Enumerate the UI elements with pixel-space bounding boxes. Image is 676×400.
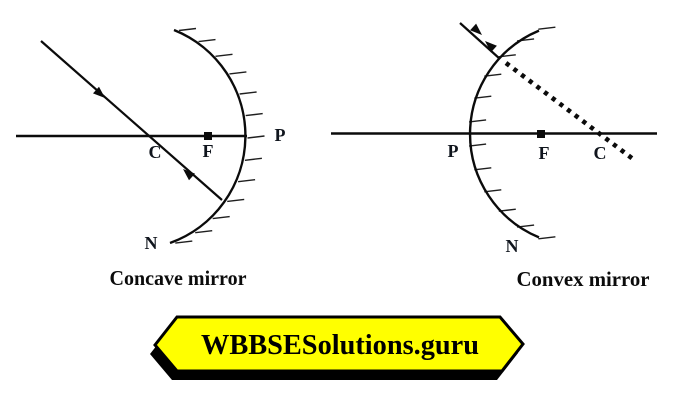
banner-site-name[interactable]: WBBSESolutions.guru — [201, 330, 479, 361]
reflected-ray-arrow-icon — [183, 169, 195, 181]
mirror-hatch-mark — [247, 135, 265, 139]
mirror-hatch-mark — [198, 38, 216, 43]
mirror-edge-label: N — [506, 236, 519, 256]
mirror-hatch-mark — [229, 71, 247, 75]
light-ray-toward-center — [459, 22, 501, 60]
mirror-hatch-mark — [474, 167, 492, 171]
mirror-hatch-mark — [215, 53, 233, 57]
mirror-back-hatching — [175, 27, 265, 244]
focus-point-marker — [204, 132, 212, 140]
mirror-hatch-mark — [212, 215, 230, 220]
incident-ray-arrow-icon — [93, 86, 105, 98]
mirror-edge-label: N — [145, 233, 158, 253]
incident-ray-arrow-icon — [470, 23, 482, 35]
focus-label: F — [539, 143, 550, 163]
focus-point-marker — [537, 130, 545, 138]
banner-hexagon[interactable] — [153, 315, 525, 373]
mirror-hatch-mark — [469, 143, 487, 147]
mirror-hatch-mark — [195, 230, 213, 234]
focus-label: F — [203, 141, 214, 161]
mirror-back-hatching — [469, 26, 556, 240]
mirror-hatch-mark — [469, 119, 487, 123]
concave-mirror-surface — [169, 28, 247, 245]
mirror-hatch-mark — [239, 91, 257, 95]
mirror-hatch-mark — [227, 198, 245, 203]
watermark-banner[interactable]: WBBSESolutions.guru — [150, 315, 525, 380]
mirror-hatch-mark — [178, 27, 197, 32]
convex-mirror-diagram: P F C N Convex mirror — [331, 22, 657, 291]
mirror-hatch-mark — [244, 157, 262, 161]
concave-mirror-diagram: C F P N Concave mirror — [16, 27, 286, 290]
light-ray-through-center — [40, 40, 223, 201]
mirror-hatch-mark — [538, 236, 556, 240]
mirror-hatch-mark — [238, 179, 256, 183]
reflected-ray-arrow-icon — [485, 41, 497, 53]
virtual-ray-dotted-line — [504, 61, 635, 161]
center-of-curvature-label: C — [149, 142, 162, 162]
center-of-curvature-label: C — [594, 143, 607, 163]
mirror-hatch-mark — [538, 26, 556, 30]
convex-mirror-caption: Convex mirror — [517, 267, 650, 291]
pole-label: P — [275, 125, 286, 145]
concave-mirror-caption: Concave mirror — [110, 266, 247, 290]
mirror-hatch-mark — [175, 240, 193, 244]
mirror-hatch-mark — [245, 112, 263, 117]
pole-label: P — [448, 141, 459, 161]
convex-mirror-surface — [468, 29, 540, 239]
